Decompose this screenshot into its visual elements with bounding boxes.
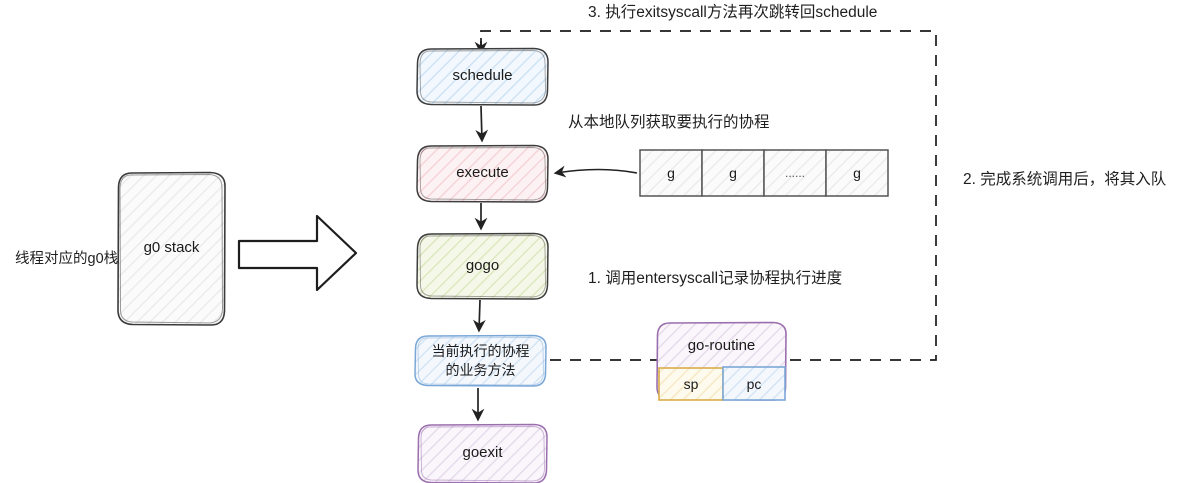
enqueue-note: 2. 完成系统调用后，将其入队 [963, 171, 1167, 188]
node-execute[interactable] [416, 144, 549, 203]
goroutine-field-sp: sp [683, 376, 699, 392]
goroutine-title: go-routine [687, 336, 756, 354]
entersyscall-note: 1. 调用entersyscall记录协程执行进度 [588, 270, 843, 287]
goroutine-struct [656, 321, 787, 401]
queue-cell-2: ...... [784, 166, 805, 180]
queue-cell-1: g [729, 165, 737, 181]
goroutine-field-pc: pc [746, 375, 762, 392]
transition-block-arrow [237, 214, 358, 292]
node-goexit[interactable] [417, 423, 548, 483]
queue-to-execute-arrow [553, 165, 638, 178]
g0-stack-note: 线程对应的g0栈 [15, 251, 119, 267]
queue-cell-3: g [853, 165, 861, 181]
g0-stack-box [117, 171, 226, 326]
queue-cell-0: g [667, 165, 675, 181]
node-schedule[interactable] [416, 47, 549, 106]
node-current-goroutine[interactable] [414, 334, 547, 387]
run-queue [639, 149, 889, 197]
exitsyscall-note: 3. 执行exitsyscall方法再次跳转回schedule [588, 4, 878, 21]
node-gogo[interactable] [416, 232, 549, 300]
flow-arrows [471, 105, 489, 422]
queue-note: 从本地队列获取要执行的协程 [568, 114, 770, 131]
